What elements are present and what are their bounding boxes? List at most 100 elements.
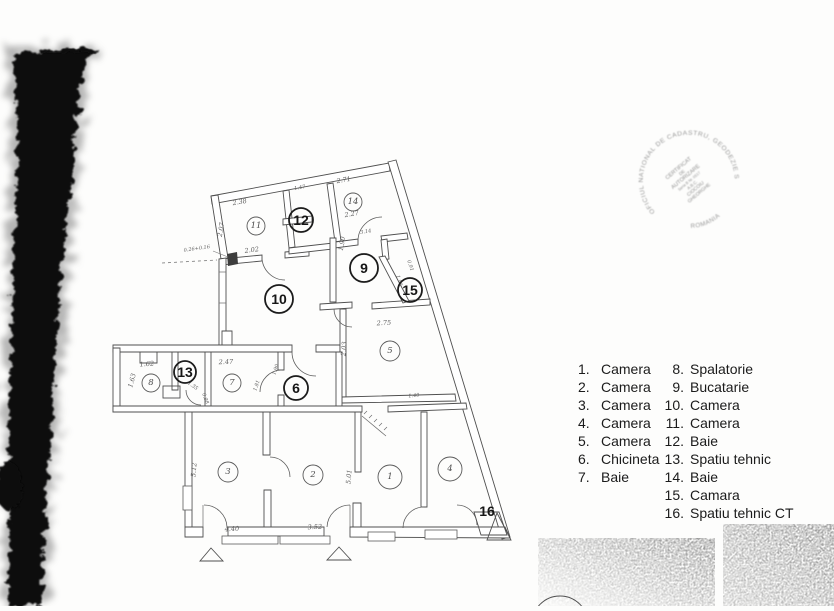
room-marker-14: 14 [343, 192, 363, 212]
legend-item-label: Camara [690, 487, 740, 503]
room-marker-number: 12 [293, 212, 309, 228]
legend-item-3: 3.Camera [578, 396, 659, 414]
ct-hatched-box [473, 511, 508, 536]
cadastral-stamp: OFICIUL NATIONAL DE CADASTRU, GEODEZIE S… [622, 114, 743, 233]
legend-item-label: Baie [690, 433, 719, 449]
legend-item-label: Camera [690, 397, 740, 413]
room-marker-1: 1 [377, 464, 403, 490]
room-marker-circle [283, 375, 309, 401]
dark-sill-mark [227, 252, 238, 266]
room-marker-circle [437, 456, 463, 482]
legend-item-6: 6. Chicineta [578, 450, 659, 468]
room-marker-8: 8 [141, 373, 161, 393]
room-marker-circle [141, 373, 161, 393]
room-marker-10: 10 [264, 284, 294, 314]
legend-item-number: 1. [578, 361, 590, 377]
room-marker-circle [222, 373, 242, 393]
legend-item-number: 14. [664, 469, 684, 485]
room-marker-12: 12 [288, 207, 314, 233]
legend-item-label: Spalatorie [690, 361, 754, 377]
axis-triangle-marker [199, 547, 225, 562]
legend-item-11: 11.Camera [656, 414, 794, 432]
legend-item-2: 2. Camera [578, 378, 659, 396]
legend-item-label: Camera [601, 379, 651, 395]
room-marker-circle [302, 464, 324, 486]
legend-item-4: 4.Camera [578, 414, 659, 432]
room-marker-circle [343, 192, 363, 212]
legend-item-label: Bucatarie [690, 379, 750, 395]
dimension-label: 1.63 [126, 372, 137, 388]
dimension-label: 1.81 [252, 379, 261, 391]
room-marker-15: 15 [397, 277, 423, 303]
legend-item-label: Baie [690, 469, 719, 485]
walls [112, 159, 511, 540]
legend-item-1: 1.Camera [578, 360, 659, 378]
dimension-label: 2.71 [335, 175, 352, 186]
legend-item-13: 13. Spatiu tehnic [656, 450, 794, 468]
legend-item-number: 16. [664, 505, 684, 521]
room-marker-circle [397, 277, 423, 303]
dimension-label: 5.12 [189, 462, 198, 477]
room-marker-number: 6 [292, 380, 300, 396]
room-marker-number: 1 [387, 472, 392, 482]
dimension-label: 2.47 [218, 358, 235, 367]
room-marker-circle [377, 464, 403, 490]
legend-item-label: Spatiu tehnic [690, 451, 771, 467]
scan-band-top-spike [38, 49, 98, 53]
room-marker-2: 2 [302, 464, 324, 486]
room-marker-3: 3 [217, 461, 239, 483]
axis-triangle-marker [325, 546, 353, 561]
room-marker-circle [379, 340, 401, 362]
technical-symbols [161, 250, 508, 536]
stamp-ring-bottom-text: ROMANIA [688, 211, 723, 233]
room-marker-4: 4 [437, 456, 463, 482]
room-marker-number: 5 [387, 346, 392, 356]
dimension-labels: 2.381.472.712.072.020.26+0.162.273.141.9… [126, 175, 420, 534]
legend-item-10: 10. Camera [656, 396, 794, 414]
room-marker-circle [349, 253, 379, 283]
room-marker-number: 7 [229, 378, 235, 388]
room-marker-5: 5 [379, 340, 401, 362]
room-marker-6: 6 [283, 375, 309, 401]
dimension-label: 1.90 [337, 236, 347, 252]
room-marker-number: 9 [360, 260, 368, 276]
room-marker-number: 3 [225, 467, 230, 477]
dimension-label: 1.90 [271, 363, 280, 376]
legend-item-15: 15.Camara [656, 486, 794, 504]
legend-item-label: Baie [601, 469, 630, 485]
room-marker-number: 11 [251, 221, 262, 231]
room-marker-circle [217, 461, 239, 483]
legend-item-number: 2. [578, 379, 590, 395]
dimension-label: 2.38 [231, 197, 248, 208]
dimension-label: 4.40 [223, 525, 239, 534]
legend-item-number: 6. [578, 451, 590, 467]
room-marker-circle [173, 360, 197, 384]
dimension-label: 1.40 [408, 392, 420, 399]
room-marker-number: 13 [177, 364, 193, 380]
scan-artifact-left-band [0, 46, 102, 606]
dimension-label: 0.26+0.16 [183, 244, 211, 254]
dimension-label: 2.03 [339, 341, 348, 357]
room-marker-number: 10 [271, 291, 287, 307]
dimension-label: 1.47 [294, 184, 307, 192]
dimension-label: 1.96 [394, 274, 403, 287]
legend-item-label: Camera [601, 415, 651, 431]
room-marker-number: 16 [479, 503, 495, 519]
legend-item-8: 8.Spalatorie [656, 360, 794, 378]
dimension-label: 2.27 [343, 209, 360, 220]
radiator-symbol [162, 385, 181, 399]
legend-item-number: 9. [672, 379, 684, 395]
legend-item-16: 16. Spatiu tehnic CT [656, 504, 794, 522]
scan-artifact-noise-patches [534, 524, 834, 611]
floor-plan: 2.381.472.712.072.020.26+0.162.273.141.9… [112, 159, 512, 562]
legend-item-label: Camera [601, 433, 651, 449]
legend-item-number: 13. [664, 451, 684, 467]
legend-item-label: Spatiu tehnic CT [690, 505, 794, 521]
legend-item-number: 10. [664, 397, 684, 413]
room-marker-number: 8 [148, 378, 154, 388]
dimension-label: 0.91 [405, 259, 414, 271]
dimension-label: 1.35 [186, 381, 199, 392]
legend-item-label: Chicineta [601, 451, 660, 467]
dimension-label: 0.98 [200, 392, 209, 405]
